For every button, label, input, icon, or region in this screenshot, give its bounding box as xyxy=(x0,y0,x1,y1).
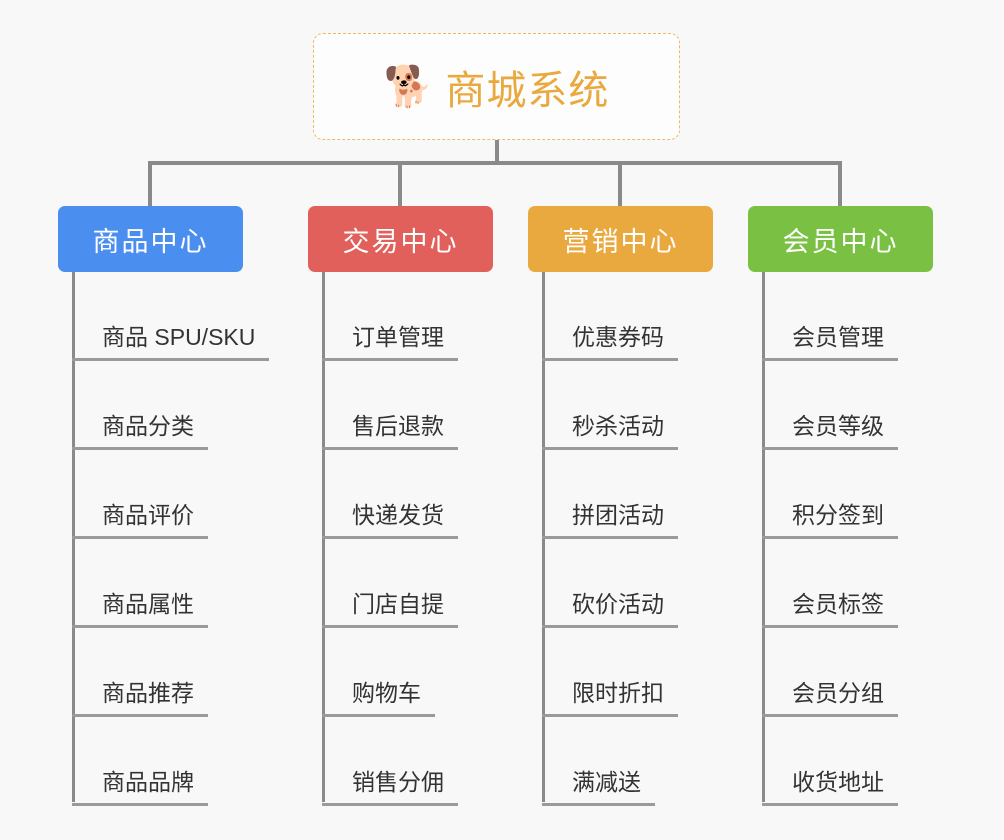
leaf-item-label: 会员分组 xyxy=(762,680,898,717)
leaf-item-label: 满减送 xyxy=(542,769,655,806)
leaf-item[interactable]: 商品 SPU/SKU xyxy=(72,272,270,361)
leaf-item-label: 商品评价 xyxy=(72,502,208,539)
leaf-item[interactable]: 会员等级 xyxy=(762,361,933,450)
leaf-item-label: 会员等级 xyxy=(762,413,898,450)
leaf-item-label: 售后退款 xyxy=(322,413,458,450)
category-column-3: 营销中心优惠券码秒杀活动拼团活动砍价活动限时折扣满减送 xyxy=(528,206,713,806)
connector-drop-4 xyxy=(838,161,842,206)
leaf-item[interactable]: 满减送 xyxy=(542,717,713,806)
leaf-item-label: 秒杀活动 xyxy=(542,413,678,450)
leaf-item[interactable]: 快递发货 xyxy=(322,450,493,539)
shiba-dog-icon: 🐕 xyxy=(383,64,434,109)
leaf-list-3: 优惠券码秒杀活动拼团活动砍价活动限时折扣满减送 xyxy=(528,272,713,806)
category-header-2[interactable]: 交易中心 xyxy=(308,206,493,272)
leaf-item[interactable]: 拼团活动 xyxy=(542,450,713,539)
leaf-item[interactable]: 订单管理 xyxy=(322,272,493,361)
leaf-list-1: 商品 SPU/SKU 商品分类商品评价商品属性商品推荐商品品牌 xyxy=(58,272,270,806)
connector-stem xyxy=(495,140,499,165)
category-header-4[interactable]: 会员中心 xyxy=(748,206,933,272)
leaf-item-label: 限时折扣 xyxy=(542,680,678,717)
leaf-item[interactable]: 销售分佣 xyxy=(322,717,493,806)
category-column-2: 交易中心订单管理售后退款快递发货门店自提购物车销售分佣 xyxy=(308,206,493,806)
leaf-list-4: 会员管理会员等级积分签到会员标签会员分组收货地址 xyxy=(748,272,933,806)
leaf-item[interactable]: 收货地址 xyxy=(762,717,933,806)
leaf-item-label: 拼团活动 xyxy=(542,502,678,539)
connector-drop-1 xyxy=(148,161,152,206)
category-column-4: 会员中心会员管理会员等级积分签到会员标签会员分组收货地址 xyxy=(748,206,933,806)
leaf-item[interactable]: 积分签到 xyxy=(762,450,933,539)
category-header-3[interactable]: 营销中心 xyxy=(528,206,713,272)
leaf-item[interactable]: 售后退款 xyxy=(322,361,493,450)
leaf-item-label: 快递发货 xyxy=(322,502,458,539)
leaf-item-label: 商品 SPU/SKU xyxy=(72,324,270,361)
leaf-item[interactable]: 商品分类 xyxy=(72,361,243,450)
leaf-item[interactable]: 商品属性 xyxy=(72,539,243,628)
leaf-item-label: 砍价活动 xyxy=(542,591,678,628)
leaf-item[interactable]: 商品评价 xyxy=(72,450,243,539)
connector-drop-3 xyxy=(618,161,622,206)
leaf-item-label: 订单管理 xyxy=(322,324,458,361)
connector-drop-2 xyxy=(398,161,402,206)
leaf-item-label: 商品品牌 xyxy=(72,769,208,806)
root-title: 商城系统 xyxy=(445,68,610,113)
leaf-list-2: 订单管理售后退款快递发货门店自提购物车销售分佣 xyxy=(308,272,493,806)
leaf-item-label: 门店自提 xyxy=(322,591,458,628)
connector-bus xyxy=(150,161,842,165)
leaf-item[interactable]: 商品品牌 xyxy=(72,717,243,806)
leaf-item[interactable]: 会员分组 xyxy=(762,628,933,717)
leaf-item-label: 购物车 xyxy=(322,680,435,717)
leaf-item[interactable]: 会员标签 xyxy=(762,539,933,628)
leaf-item[interactable]: 砍价活动 xyxy=(542,539,713,628)
leaf-item-label: 商品推荐 xyxy=(72,680,208,717)
leaf-item-label: 销售分佣 xyxy=(322,769,458,806)
leaf-item[interactable]: 会员管理 xyxy=(762,272,933,361)
leaf-item-label: 商品分类 xyxy=(72,413,208,450)
leaf-item[interactable]: 商品推荐 xyxy=(72,628,243,717)
leaf-item-label: 商品属性 xyxy=(72,591,208,628)
leaf-item[interactable]: 秒杀活动 xyxy=(542,361,713,450)
category-header-1[interactable]: 商品中心 xyxy=(58,206,243,272)
leaf-item-label: 会员管理 xyxy=(762,324,898,361)
category-column-1: 商品中心商品 SPU/SKU 商品分类商品评价商品属性商品推荐商品品牌 xyxy=(58,206,270,806)
leaf-item[interactable]: 限时折扣 xyxy=(542,628,713,717)
root-node[interactable]: 🐕 商城系统 xyxy=(313,33,680,140)
leaf-item[interactable]: 购物车 xyxy=(322,628,493,717)
leaf-item-label: 优惠券码 xyxy=(542,324,678,361)
leaf-item[interactable]: 门店自提 xyxy=(322,539,493,628)
leaf-item-label: 会员标签 xyxy=(762,591,898,628)
leaf-item-label: 收货地址 xyxy=(762,769,898,806)
leaf-item-label: 积分签到 xyxy=(762,502,898,539)
leaf-item[interactable]: 优惠券码 xyxy=(542,272,713,361)
